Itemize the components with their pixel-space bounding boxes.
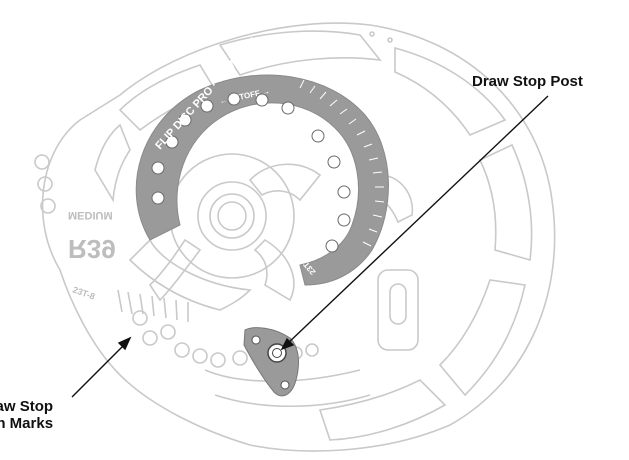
draw-stop-post-plate xyxy=(243,327,299,397)
hash-mark xyxy=(127,291,133,315)
hash-label-line1: raw Stop xyxy=(0,398,54,415)
letoff-module: FLIP DISC PRO · COMFORT ← LETOFF → B 23T xyxy=(135,36,389,286)
limb-groove xyxy=(128,238,252,311)
cam-code-text: 23T-8 xyxy=(71,284,96,301)
cutout-lower-right xyxy=(438,279,526,397)
spoke xyxy=(248,163,322,202)
post-leader-line xyxy=(285,95,549,346)
module-hole xyxy=(337,185,351,199)
rotation-hole xyxy=(192,348,208,364)
module-hole xyxy=(327,155,341,169)
spoke xyxy=(148,238,202,302)
callout-lines xyxy=(71,95,549,398)
rotation-hole xyxy=(232,350,248,366)
rotation-hole xyxy=(174,342,190,358)
hash-mark xyxy=(117,289,123,313)
rotation-hole xyxy=(160,324,176,340)
module-hole xyxy=(200,99,214,113)
module-ticks xyxy=(299,79,385,247)
cam-model-text: R39 xyxy=(68,234,116,264)
rotation-hole xyxy=(132,310,148,326)
cam-body-outline xyxy=(41,22,556,452)
cutout-top-right xyxy=(394,46,507,136)
cutout-top xyxy=(218,30,382,76)
slot-plate xyxy=(377,269,419,351)
track-bottom xyxy=(214,394,371,407)
cutout-left xyxy=(94,123,131,203)
hub-outer xyxy=(169,153,295,279)
module-hole xyxy=(165,135,179,149)
rotation-hole xyxy=(210,352,226,368)
module-hole xyxy=(281,101,295,115)
rotation-hole xyxy=(142,330,158,346)
draw-stop-post-label: Draw Stop Post xyxy=(472,73,583,90)
cam-engraving: R39 MEDIUM 23T-8 xyxy=(68,209,116,302)
cutout-bottom xyxy=(318,379,447,441)
post-arrowhead xyxy=(280,337,295,351)
hash-leader-line xyxy=(71,342,127,398)
mount-hole xyxy=(37,176,53,192)
cam-outline xyxy=(34,22,556,452)
slot xyxy=(389,283,407,325)
plate-hole xyxy=(251,335,261,345)
spoke xyxy=(253,238,295,302)
cam-size-text: MEDIUM xyxy=(68,209,113,221)
hash-mark xyxy=(151,295,155,317)
mount-hole xyxy=(34,154,50,170)
module-hole xyxy=(325,239,339,253)
hash-mark xyxy=(163,297,167,319)
hash-arrowhead xyxy=(117,336,132,351)
module-hole xyxy=(178,113,192,127)
mount-hole xyxy=(40,198,56,214)
axle xyxy=(217,201,247,231)
draw-stop-post-center xyxy=(272,348,282,358)
module-hole xyxy=(151,191,165,205)
marker-dot xyxy=(369,31,375,37)
marker-dot xyxy=(387,37,393,43)
hub-middle xyxy=(197,181,267,251)
module-hole xyxy=(151,161,165,175)
module-hole xyxy=(337,213,351,227)
hash-mark xyxy=(175,299,178,321)
rotation-hole xyxy=(305,343,319,357)
cutout-right xyxy=(478,143,533,262)
module-hole xyxy=(311,129,325,143)
module-arc xyxy=(135,74,389,286)
hash-label-line2: sh Marks xyxy=(0,415,54,432)
module-hole xyxy=(227,92,241,106)
plate-hole xyxy=(280,380,290,390)
draw-stop-hash-marks-label: raw Stop sh Marks xyxy=(0,398,53,432)
module-hole xyxy=(255,93,269,107)
hub-inner xyxy=(209,193,255,239)
module-small-letter: B xyxy=(262,111,268,120)
